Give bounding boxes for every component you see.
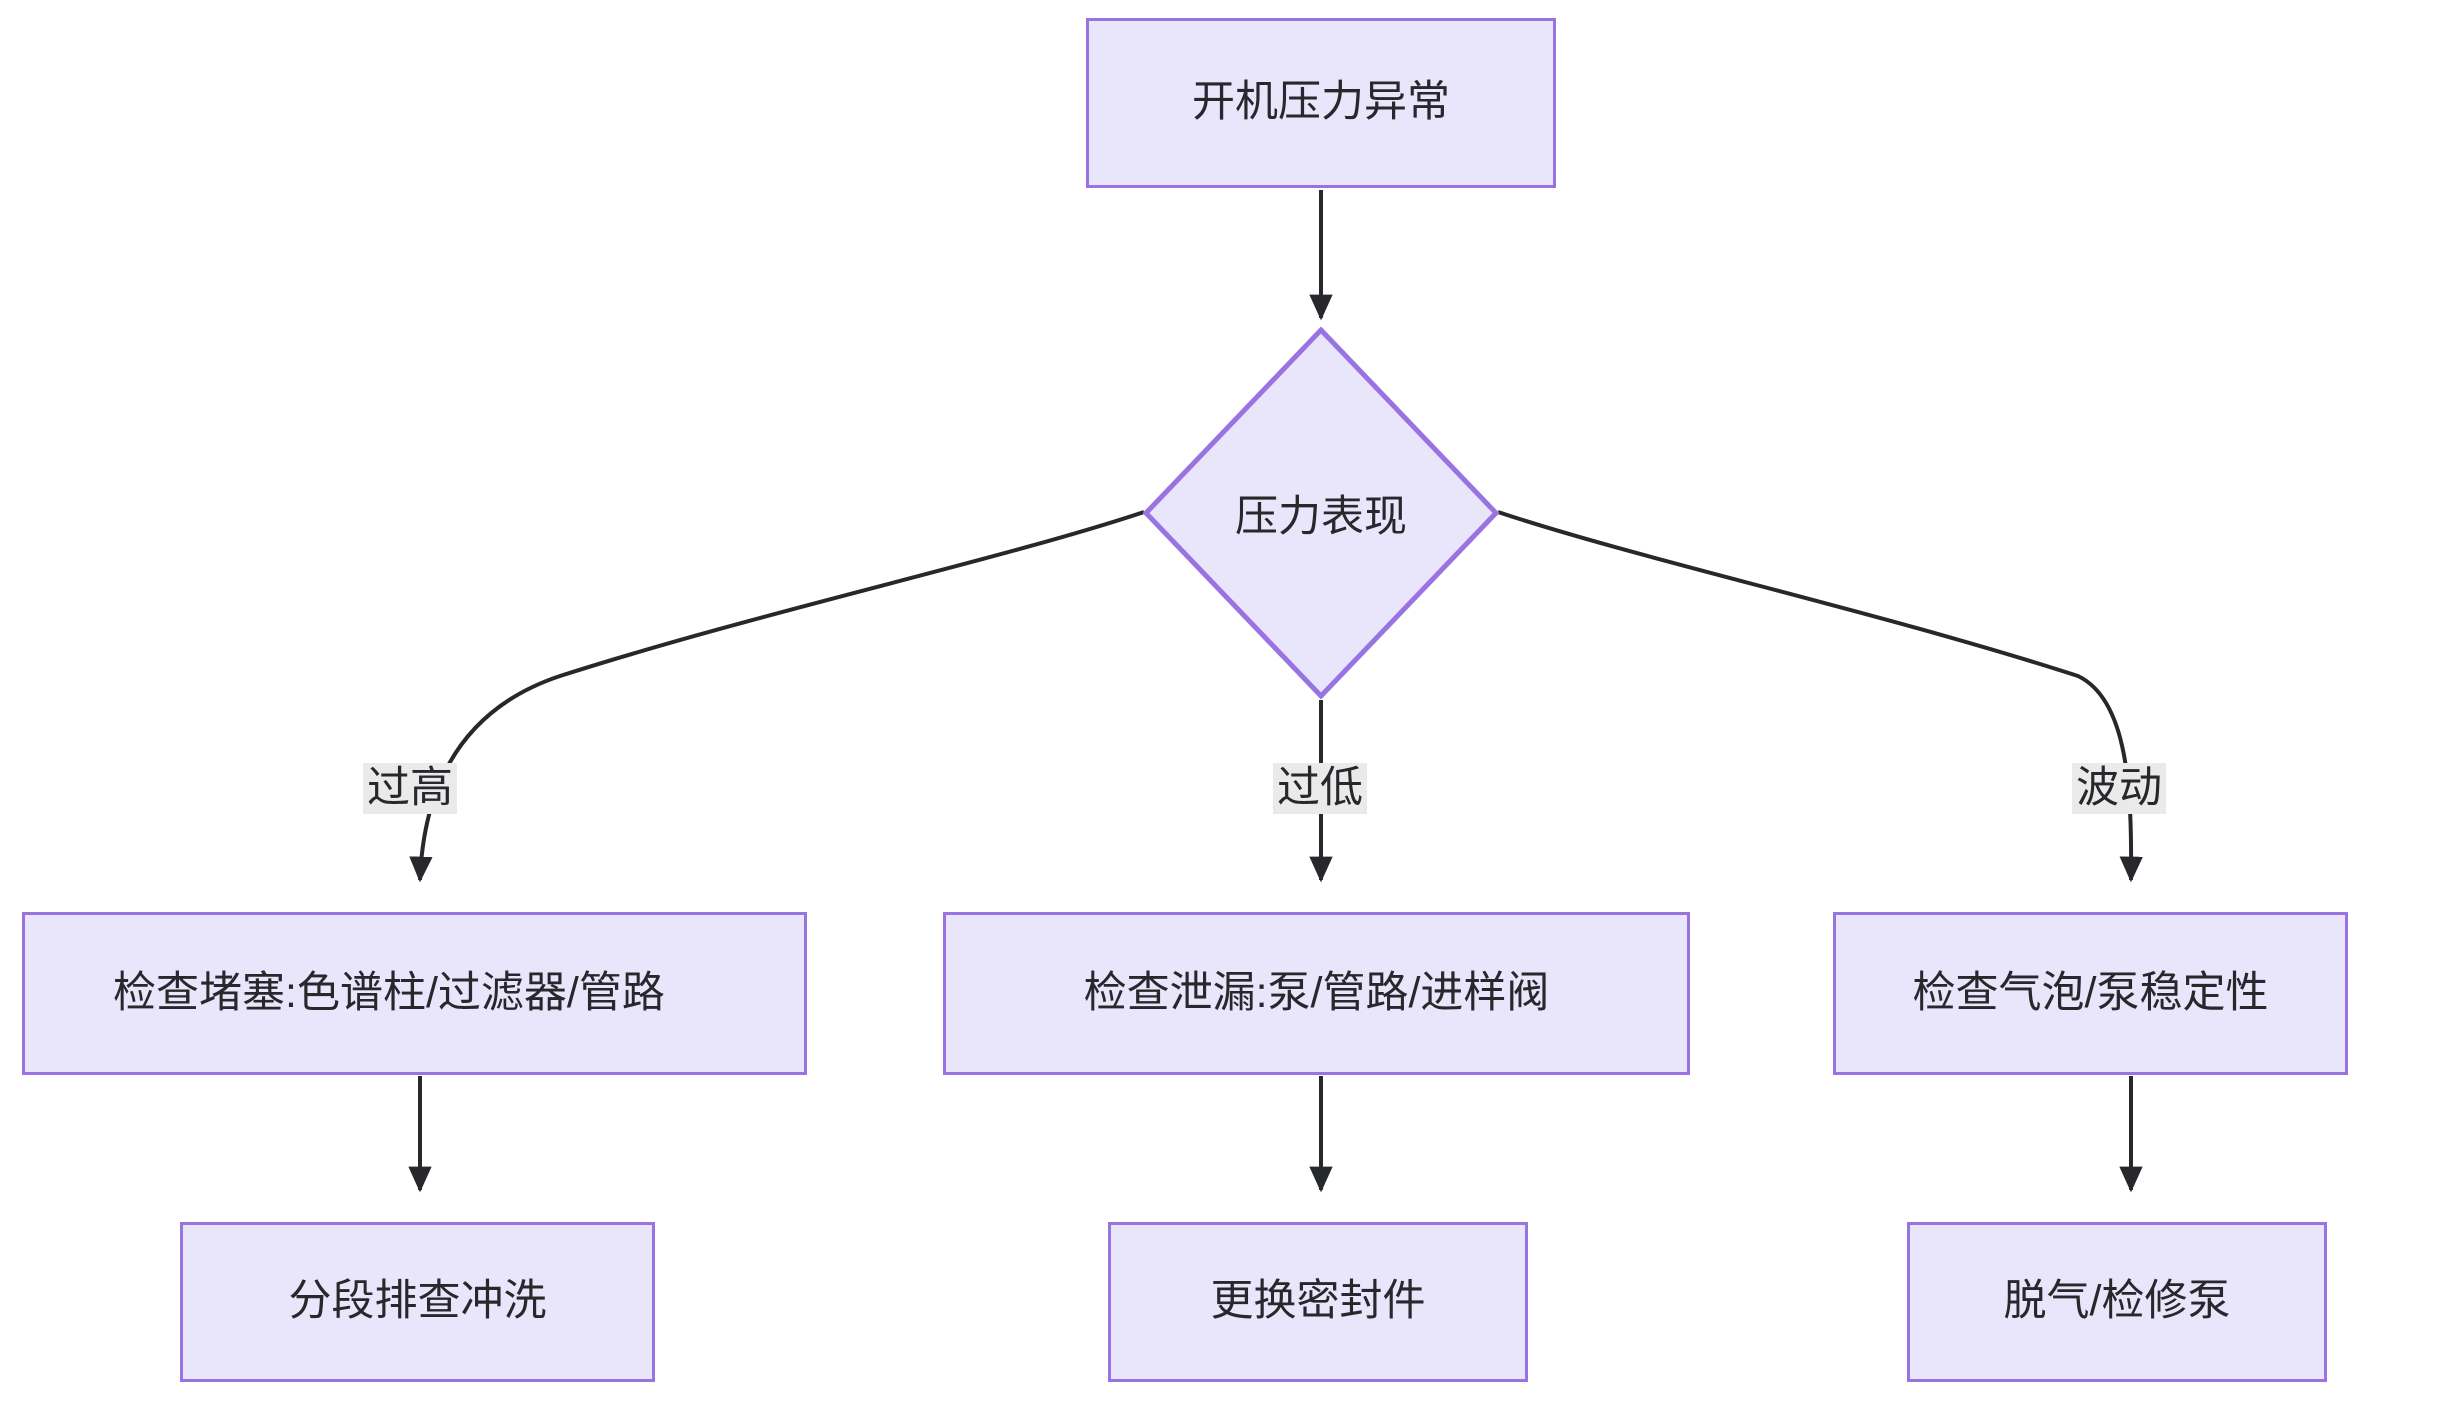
- node-check-clog[interactable]: 检查堵塞:色谱柱/过滤器/管路: [22, 912, 807, 1075]
- node-check-leak[interactable]: 检查泄漏:泵/管路/进样阀: [943, 912, 1690, 1075]
- edge-decision-to-check-clog: [409, 510, 1145, 883]
- edge-label-high-text: 过高: [367, 764, 453, 812]
- node-decision-label: 压力表现: [1235, 493, 1407, 541]
- node-flush[interactable]: 分段排查冲洗: [180, 1222, 655, 1382]
- node-replace-seal[interactable]: 更换密封件: [1108, 1222, 1528, 1382]
- edge-label-high: 过高: [363, 763, 457, 815]
- node-check-clog-label: 检查堵塞:色谱柱/过滤器/管路: [113, 968, 665, 1017]
- edge-label-low: 过低: [1273, 763, 1367, 815]
- node-degas-pump-label: 脱气/检修泵: [2003, 1277, 2231, 1326]
- node-start-label: 开机压力异常: [1192, 78, 1450, 127]
- edge-label-low-text: 过低: [1277, 764, 1363, 812]
- edge-decision-to-check-bubble: [1497, 510, 2143, 883]
- node-check-bubble-label: 检查气泡/泵稳定性: [1912, 968, 2269, 1017]
- node-flush-label: 分段排查冲洗: [288, 1277, 547, 1326]
- node-check-bubble[interactable]: 检查气泡/泵稳定性: [1833, 912, 2348, 1075]
- node-replace-seal-label: 更换密封件: [1210, 1277, 1426, 1326]
- node-degas-pump[interactable]: 脱气/检修泵: [1907, 1222, 2327, 1382]
- node-check-leak-label: 检查泄漏:泵/管路/进样阀: [1083, 968, 1550, 1017]
- edge-label-fluctuating: 波动: [2072, 763, 2166, 815]
- diamond-shape: [1143, 327, 1499, 699]
- node-start[interactable]: 开机压力异常: [1086, 18, 1556, 188]
- node-decision[interactable]: 压力表现: [1143, 327, 1499, 699]
- edge-label-fluctuating-text: 波动: [2076, 764, 2162, 812]
